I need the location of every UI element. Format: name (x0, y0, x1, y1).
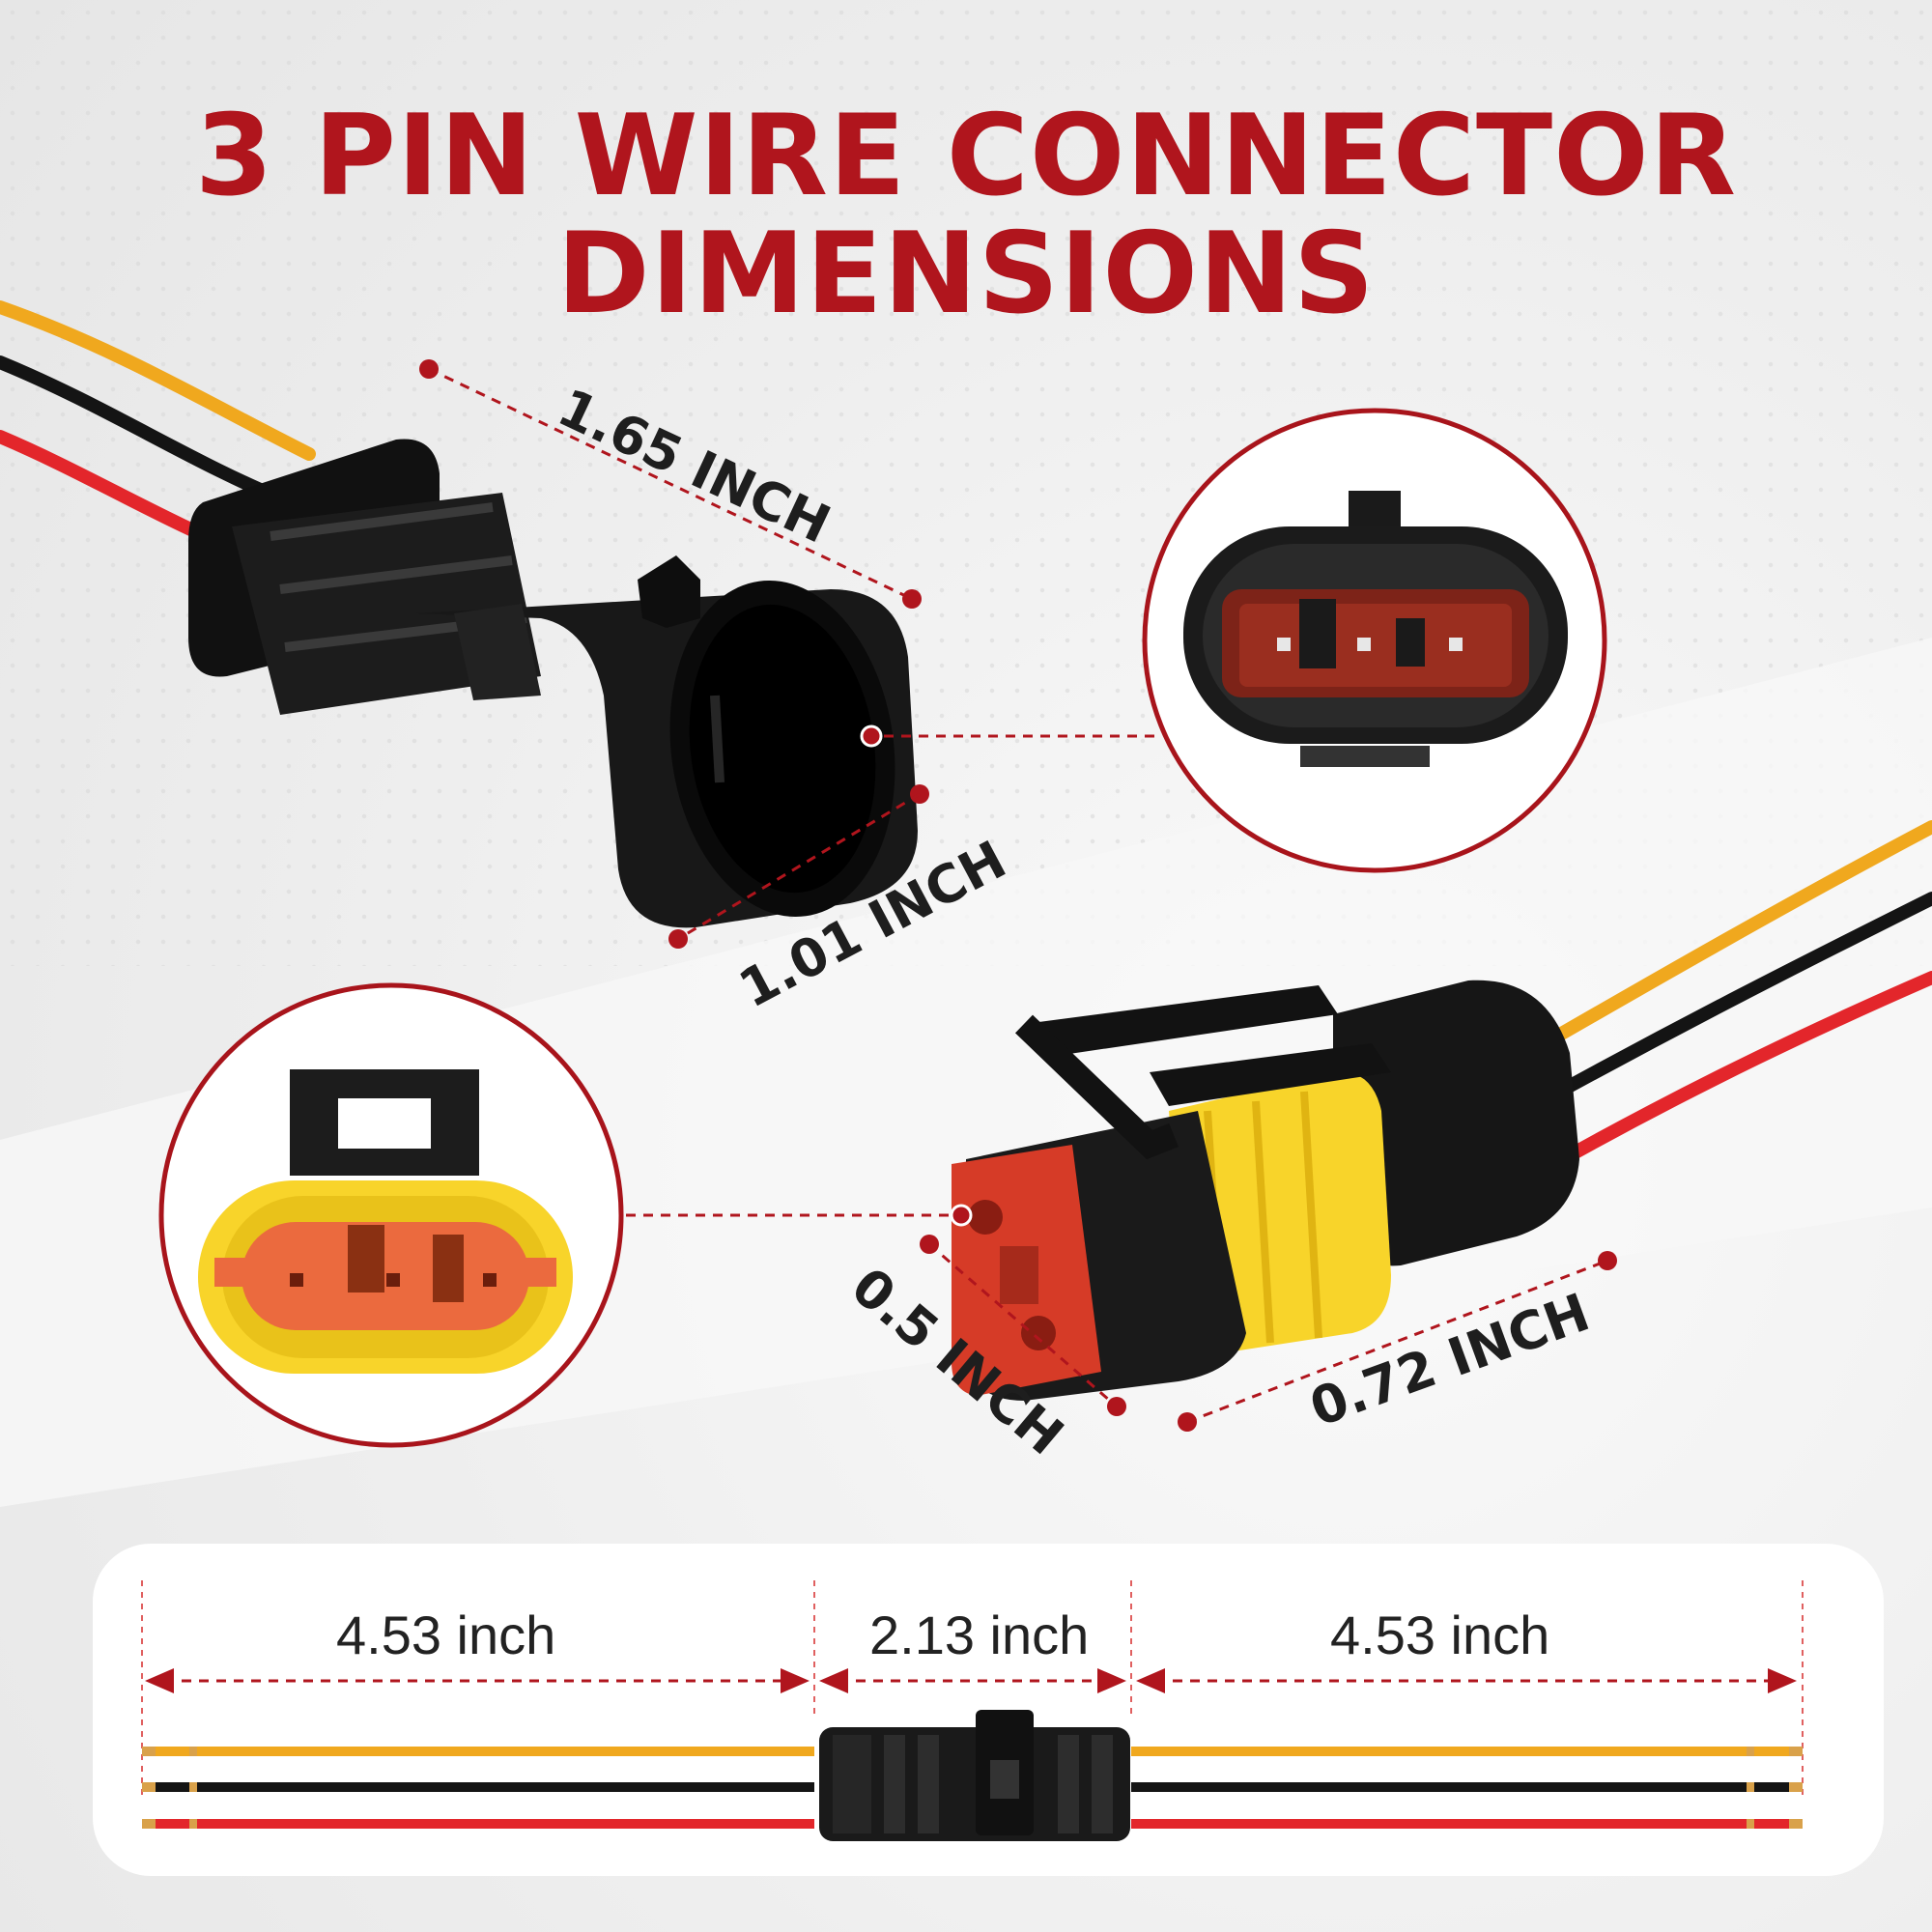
female-dimension-lines (626, 1204, 1617, 1432)
assembly-panel (93, 1544, 1884, 1876)
male-face-closeup (1142, 408, 1607, 873)
female-face-closeup (158, 982, 624, 1448)
connector-length: 2.13 inch (869, 1605, 1090, 1665)
female-connector (952, 820, 1932, 1401)
title-line-2: DIMENSIONS (556, 209, 1376, 339)
title-line-1: 3 PIN WIRE CONNECTOR (194, 91, 1738, 221)
male-dimension-lines (419, 359, 1155, 949)
left-wire-length: 4.53 inch (336, 1605, 556, 1665)
male-connector (0, 300, 918, 928)
right-wire-length: 4.53 inch (1330, 1605, 1550, 1665)
